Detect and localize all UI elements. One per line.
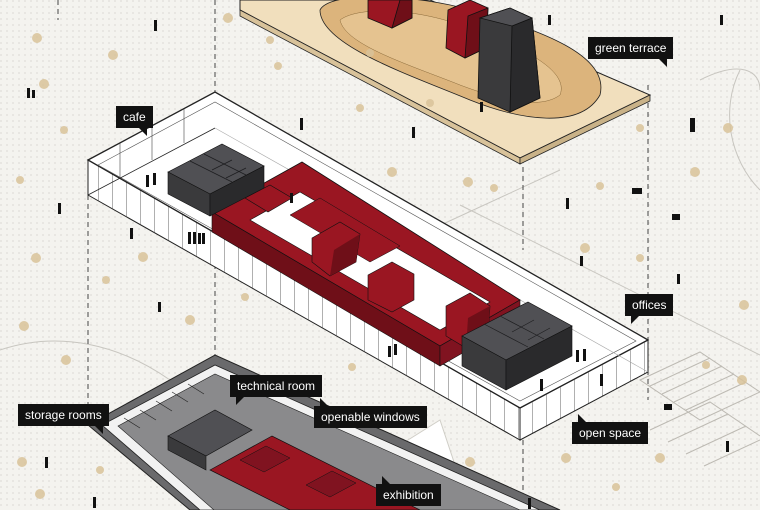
label-green-terrace: green terrace	[588, 37, 674, 67]
label-technical-room: technical room	[230, 375, 323, 405]
label-openable-windows: openable windows	[314, 398, 427, 428]
green-terrace-slab	[239, 0, 652, 165]
site-lines	[0, 68, 760, 381]
label-open-space: open space	[572, 414, 649, 444]
label-cafe: cafe	[116, 106, 153, 136]
terrace-skylight-volumes	[367, 0, 541, 113]
label-offices: offices	[625, 294, 674, 324]
basement-level	[87, 354, 561, 510]
label-storage-rooms: storage rooms	[18, 404, 109, 434]
pavilion	[86, 91, 650, 441]
people-silhouettes	[27, 15, 729, 509]
trees	[16, 13, 749, 499]
projection-lines	[57, 0, 649, 510]
crosswalk	[638, 351, 760, 467]
label-exhibition: exhibition	[376, 476, 441, 506]
